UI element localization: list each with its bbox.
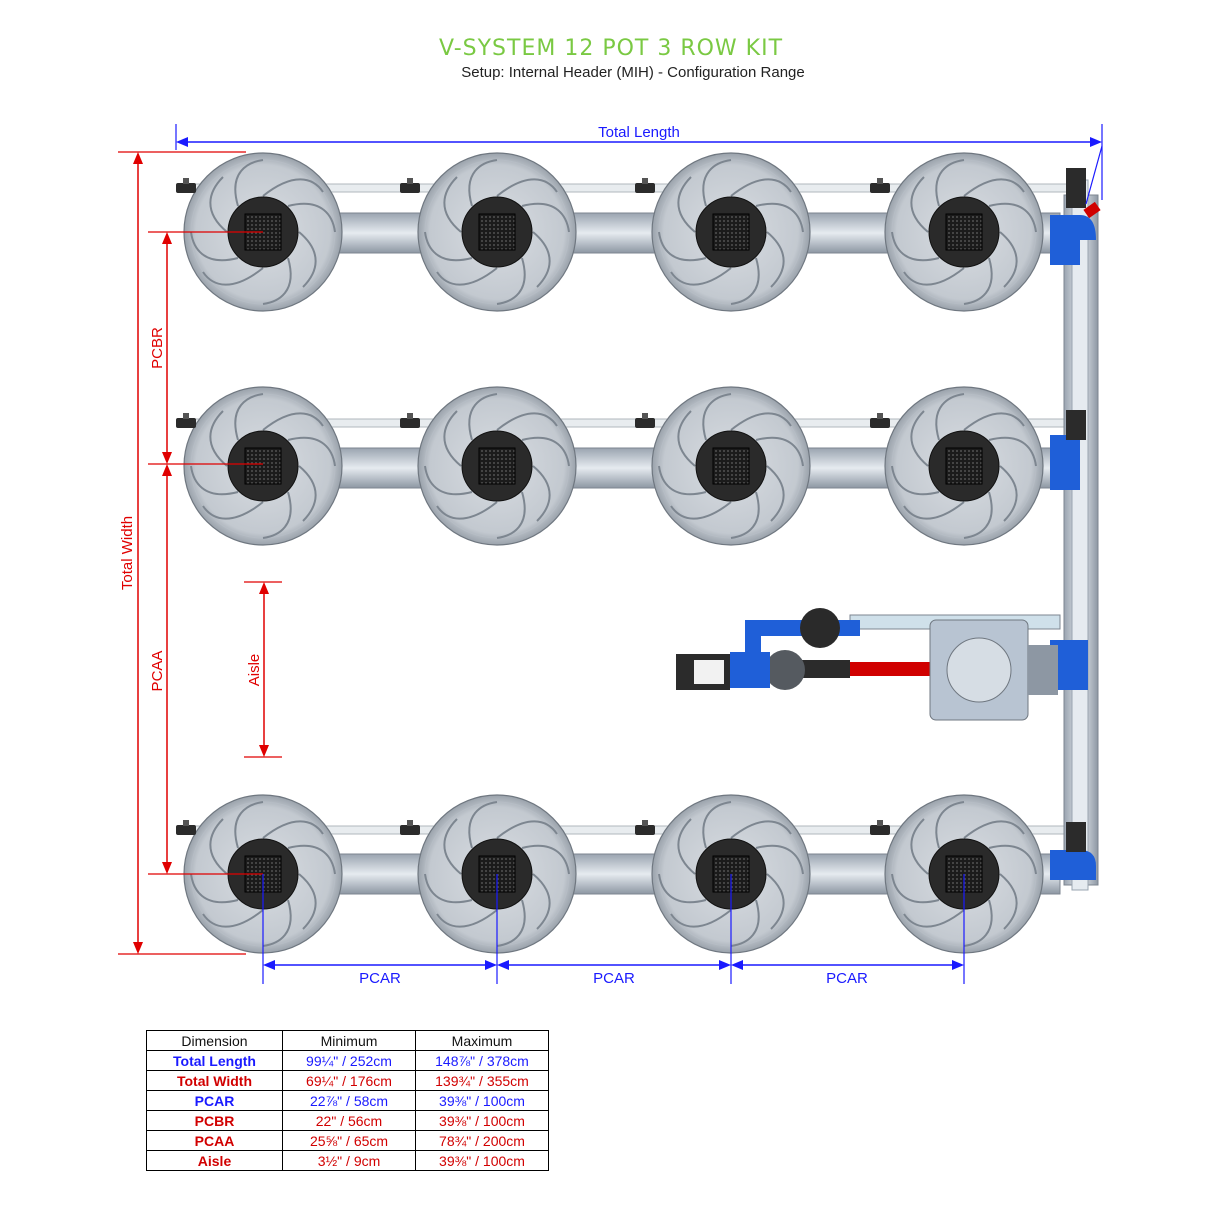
pcbr-dimension (148, 231, 263, 465)
table-row: PCBR 22" / 56cm 39⅜" / 100cm (146, 1110, 549, 1131)
minimum-value: 22" / 56cm (282, 1110, 416, 1131)
maximum-value: 39⅜" / 100cm (415, 1090, 549, 1111)
maximum-value: 39⅜" / 100cm (415, 1150, 549, 1171)
table-row: Total Width 69¼" / 176cm 139¾" / 355cm (146, 1070, 549, 1091)
maximum-value: 78¾" / 200cm (415, 1130, 549, 1151)
minimum-value: 3½" / 9cm (282, 1150, 416, 1171)
dimension-table: Dimension Minimum Maximum Total Length 9… (146, 1030, 549, 1171)
minimum-value: 99¼" / 252cm (282, 1050, 416, 1071)
pot (417, 152, 577, 312)
dimension-name: PCAA (146, 1130, 283, 1151)
total-width-dimension (118, 151, 246, 955)
pot (884, 386, 1044, 546)
pcar-dimension (262, 874, 965, 984)
table-row: Aisle 3½" / 9cm 39⅜" / 100cm (146, 1150, 549, 1171)
pot (183, 386, 343, 546)
pcar-label: PCAR (593, 970, 635, 987)
aisle-dimension (244, 581, 282, 758)
reservoir-assembly (676, 608, 1061, 721)
dimension-name: PCBR (146, 1110, 283, 1131)
pot (651, 152, 811, 312)
dimension-name: PCAR (146, 1090, 283, 1111)
maximum-value: 148⅞" / 378cm (415, 1050, 549, 1071)
vertical-header (1050, 168, 1101, 891)
total-length-label: Total Length (598, 124, 680, 141)
total-width-label: Total Width (119, 516, 136, 590)
table-row: Total Length 99¼" / 252cm 148⅞" / 378cm (146, 1050, 549, 1071)
table-row: PCAA 25⅝" / 65cm 78¾" / 200cm (146, 1130, 549, 1151)
dimension-name: Aisle (146, 1150, 283, 1171)
pot (884, 152, 1044, 312)
page-subtitle: Setup: Internal Header (MIH) - Configura… (461, 64, 805, 81)
dimension-name: Total Width (146, 1070, 283, 1091)
dimension-name: Total Length (146, 1050, 283, 1071)
minimum-value: 69¼" / 176cm (282, 1070, 416, 1091)
pcar-label: PCAR (359, 970, 401, 987)
minimum-value: 22⅞" / 58cm (282, 1090, 416, 1111)
pcar-label: PCAR (826, 970, 868, 987)
pot (651, 386, 811, 546)
pcaa-dimension (148, 464, 263, 875)
table-row: PCAR 22⅞" / 58cm 39⅜" / 100cm (146, 1090, 549, 1111)
pcaa-label: PCAA (149, 651, 166, 692)
total-length-dimension (175, 124, 1103, 205)
column-header: Minimum (282, 1030, 416, 1051)
maximum-value: 39⅜" / 100cm (415, 1110, 549, 1131)
aisle-label: Aisle (246, 654, 263, 687)
pot (417, 386, 577, 546)
column-header: Dimension (146, 1030, 283, 1051)
minimum-value: 25⅝" / 65cm (282, 1130, 416, 1151)
table-header-row: Dimension Minimum Maximum (146, 1030, 549, 1051)
column-header: Maximum (415, 1030, 549, 1051)
pcbr-label: PCBR (149, 327, 166, 369)
maximum-value: 139¾" / 355cm (415, 1070, 549, 1091)
page-title: V-SYSTEM 12 POT 3 ROW KIT (438, 36, 784, 61)
